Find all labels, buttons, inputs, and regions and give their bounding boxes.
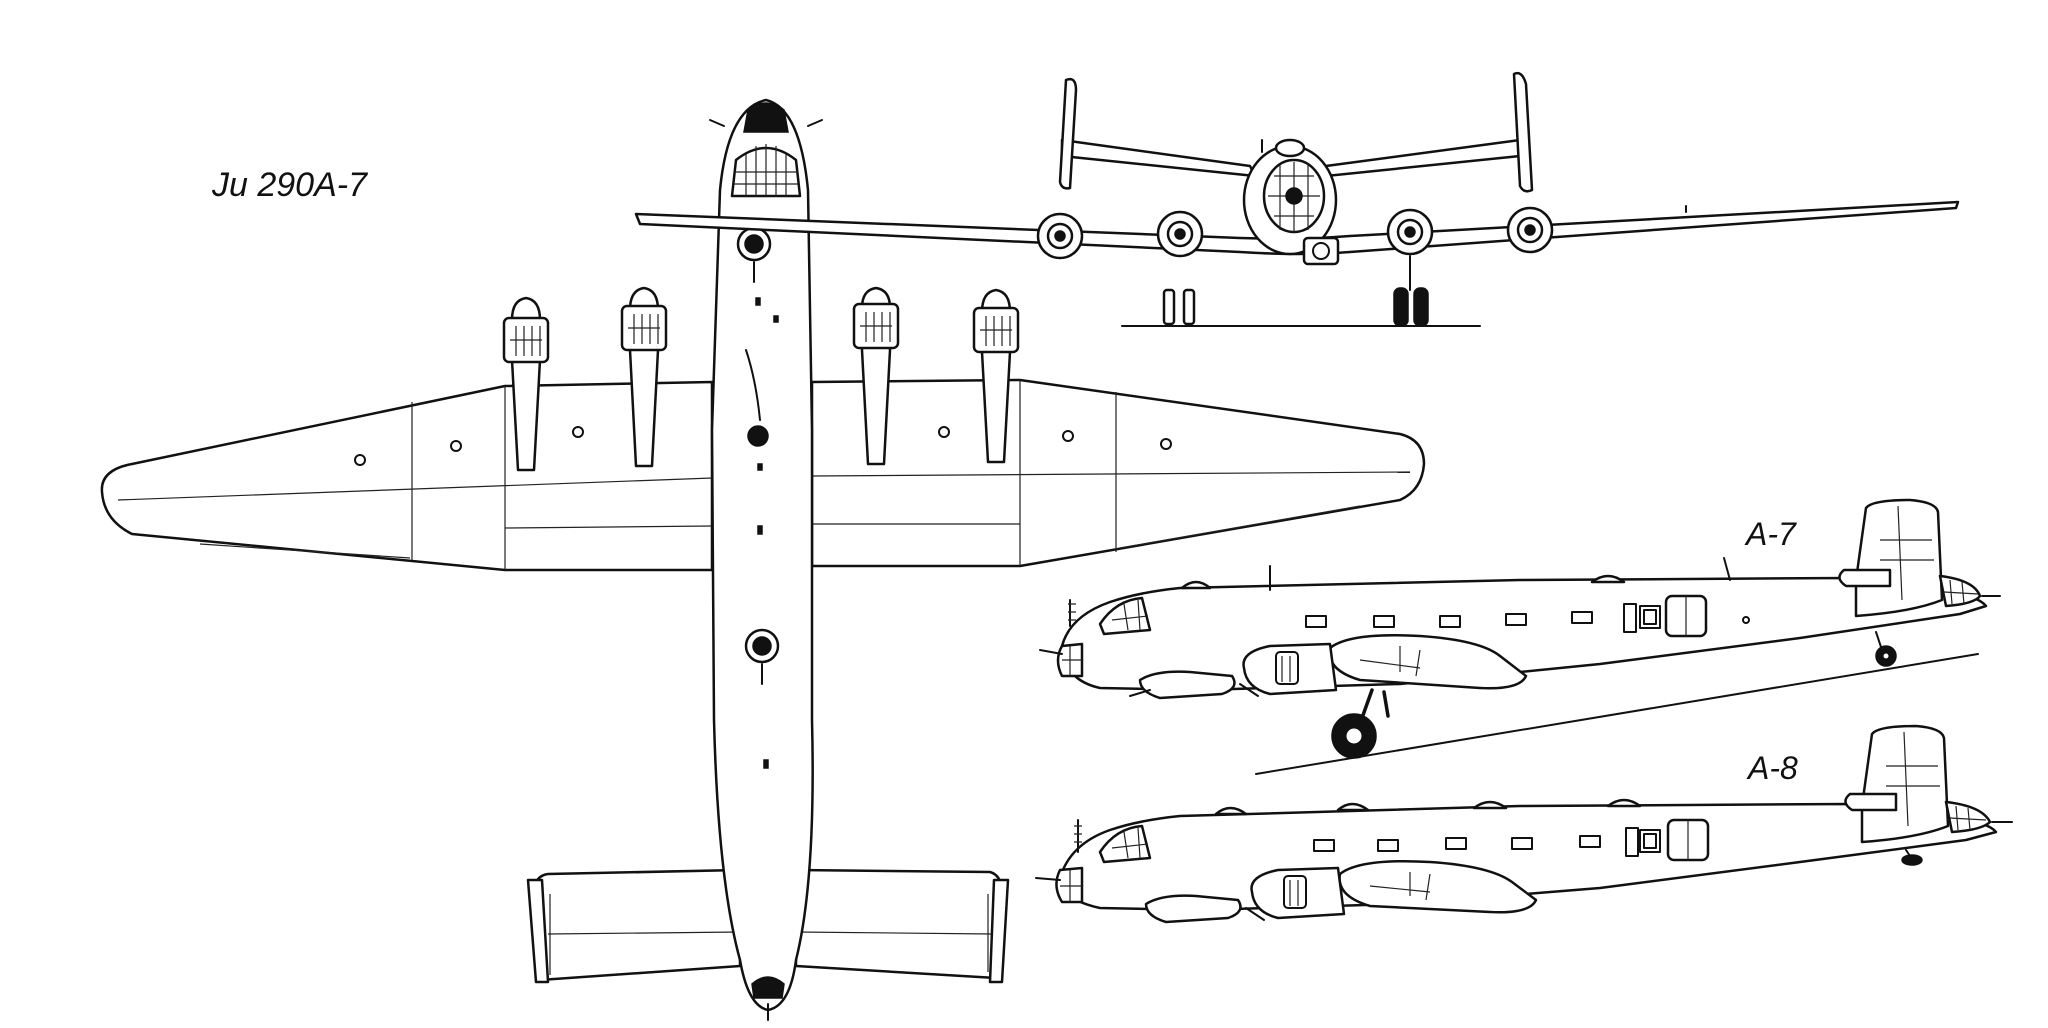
top-engine-nacelles (502, 286, 1020, 472)
a8-cockpit (1098, 824, 1152, 864)
front-tailplane-right (1324, 138, 1522, 178)
top-engine-3 (852, 286, 900, 466)
variant-label-a7: A-7 (1746, 516, 1796, 552)
a8-tail-fin (1860, 724, 1950, 844)
top-dorsal-turrets (736, 226, 780, 685)
a8-ventral-gondola (1144, 894, 1242, 924)
top-wing-access-holes (354, 426, 1172, 466)
a8-cargo-door (1625, 818, 1710, 862)
a8-tail-wheel (1901, 849, 1923, 866)
front-engine-3 (1386, 208, 1434, 256)
front-right-fin (1512, 71, 1534, 193)
a8-nose-glazing (1055, 866, 1084, 904)
front-landing-gear (1162, 255, 1429, 327)
top-tail-lines (547, 894, 993, 975)
front-fuselage (1242, 138, 1340, 266)
front-tailplane (1060, 138, 1257, 178)
top-view (100, 98, 1426, 1021)
a8-tailplane (1844, 792, 1898, 812)
front-engine-1 (1036, 212, 1084, 260)
side-view-a8 (1035, 724, 2013, 924)
top-left-wing (100, 380, 714, 572)
a7-tailplane (1838, 568, 1892, 588)
a7-tail-wheel (1875, 631, 1897, 667)
top-right-wing (810, 378, 1426, 568)
top-engine-4 (972, 288, 1020, 464)
a8-wing-root (1338, 859, 1538, 914)
a7-tail-turret (1938, 574, 1982, 608)
top-tail-turret (751, 976, 785, 999)
top-left-tailplane (532, 868, 742, 982)
a7-wing-root (1328, 633, 1528, 690)
drawing-title: Ju 290A-7 (212, 166, 367, 204)
top-aerial-line (745, 349, 761, 421)
front-view (634, 71, 1960, 327)
top-wing-panel-lines (117, 380, 1411, 570)
front-engine-4 (1506, 206, 1554, 254)
front-engine-2 (1156, 210, 1204, 258)
variant-label-a8: A-8 (1748, 750, 1798, 786)
a7-cockpit (1098, 596, 1152, 636)
top-nose-glazing (709, 102, 823, 198)
top-engine-2 (620, 286, 668, 468)
top-right-fin (988, 878, 1010, 984)
front-engines (1036, 206, 1554, 260)
a8-dorsal-turrets (1214, 798, 1642, 816)
a7-ventral-gondola (1138, 670, 1236, 700)
a7-cargo-door (1623, 594, 1708, 638)
top-left-fin (526, 878, 550, 984)
a7-main-gear (1331, 688, 1390, 759)
top-engine-1 (502, 296, 550, 472)
top-right-tailplane (794, 868, 1004, 980)
a7-windows (1305, 611, 1593, 628)
side-view-a7 (1039, 498, 2001, 775)
a7-ground-line (1255, 653, 1979, 775)
top-fuselage-details (755, 297, 779, 769)
a8-tail-turret (1944, 800, 1992, 834)
a8-windows (1313, 835, 1601, 852)
a7-dorsal-turrets (1180, 557, 1731, 591)
front-left-fin (1058, 77, 1078, 190)
